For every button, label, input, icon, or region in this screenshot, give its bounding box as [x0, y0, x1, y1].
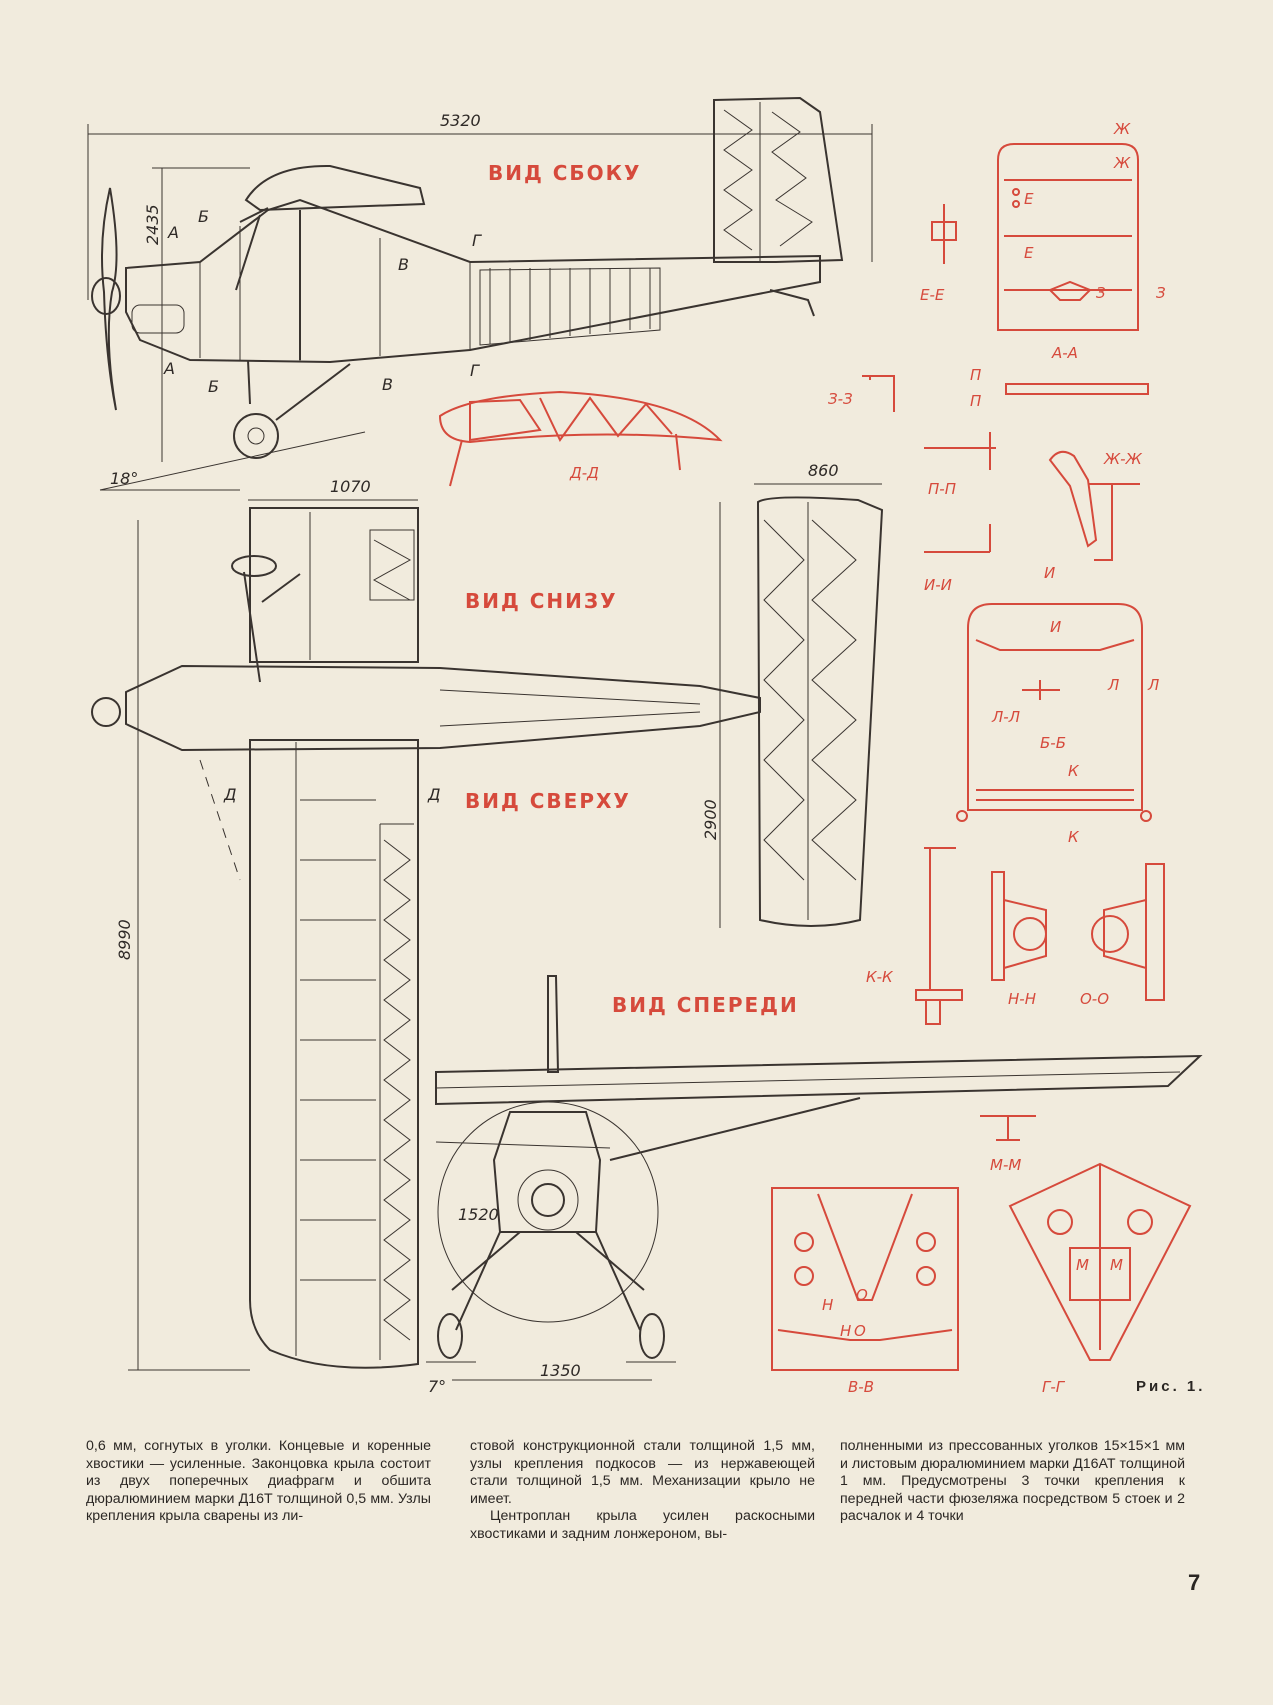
page-number: 7: [1188, 1570, 1201, 1595]
sec-a-bot: А: [163, 359, 175, 378]
sec-g-top: Г: [472, 231, 482, 250]
label-m-2: М: [1110, 1256, 1123, 1274]
section-d-d: Д-Д: [438, 390, 723, 487]
label-k-1: К: [1068, 762, 1080, 780]
label-d-d: Д-Д: [569, 464, 599, 482]
label-z-1: З: [1096, 284, 1106, 302]
title-bottom-view: ВИД СНИЗУ: [465, 589, 618, 613]
dim-chord: 1070: [330, 477, 371, 496]
label-l-2: Л: [1147, 676, 1159, 694]
label-zh-1: Ж: [1113, 120, 1131, 138]
label-m-1: М: [1076, 1256, 1089, 1274]
label-zh-2: Ж: [1113, 154, 1131, 172]
dim-span: 8990: [115, 919, 134, 960]
plan-view: 1070 860 2900 8990 Д Д ВИД: [91, 461, 884, 1371]
label-v-v: В-В: [848, 1378, 874, 1396]
sec-d-left: Д: [223, 785, 237, 804]
aircraft-drawing: 5320 2435 18° А А Б: [87, 96, 1203, 1396]
title-side-view: ВИД СБОКУ: [488, 161, 641, 185]
label-p-2: П: [970, 366, 981, 384]
text-column-1: 0,6 мм, согнутых в уголки. Концевые и ко…: [86, 1438, 431, 1526]
sec-b-bot: Б: [208, 377, 219, 396]
label-o-2: О: [854, 1322, 866, 1340]
label-g-g: Г-Г: [1042, 1378, 1066, 1396]
text-column-2: стовой конструкционной стали толщиной 1,…: [470, 1438, 815, 1544]
paragraph: 0,6 мм, согнутых в уголки. Концевые и ко…: [86, 1438, 431, 1525]
dim-prop: 1520: [458, 1205, 499, 1224]
front-view: ВИД СПЕРЕДИ 1520 1350 7°: [426, 975, 1203, 1396]
paragraph: Центроплан крыла усилен раскосными хвост…: [470, 1508, 815, 1542]
dim-track: 1350: [540, 1361, 581, 1380]
dim-tail-chord: 860: [808, 461, 839, 480]
title-top-view: ВИД СВЕРХУ: [465, 789, 631, 813]
label-n-2: Н: [840, 1322, 851, 1340]
paragraph: полненными из прессованных уголков 15×15…: [840, 1438, 1185, 1525]
dim-tail-span: 2900: [701, 799, 720, 840]
angle-ground: 18°: [110, 469, 138, 488]
label-e-2: Е: [1024, 244, 1034, 262]
label-n-n: Н-Н: [1008, 990, 1036, 1008]
label-k-k: К-К: [866, 968, 894, 986]
label-p-1: П: [970, 392, 981, 410]
sec-g-bot: Г: [470, 361, 480, 380]
dim-height: 2435: [143, 204, 162, 245]
label-i-i: И-И: [924, 576, 952, 594]
label-b-b: Б-Б: [1040, 734, 1066, 752]
sec-v-bot: В: [382, 375, 393, 394]
sec-d-right: Д: [427, 785, 441, 804]
text-column-3: полненными из прессованных уголков 15×15…: [840, 1438, 1185, 1526]
side-view: 5320 2435 18° А А Б: [87, 96, 873, 491]
label-z-z: З-З: [828, 390, 853, 408]
details: Е-Е Е Е З З Ж Ж А-А З-З П П П-П Ж-Ж И-И: [771, 120, 1192, 1396]
label-zh-zh: Ж-Ж: [1103, 450, 1143, 468]
label-o-o: О-О: [1080, 990, 1109, 1008]
label-z-2: З: [1156, 284, 1166, 302]
paragraph: стовой конструкционной стали толщиной 1,…: [470, 1438, 815, 1507]
label-a-a: А-А: [1051, 344, 1078, 362]
angle-dihedral: 7°: [428, 1377, 446, 1396]
label-n-1: Н: [822, 1296, 833, 1314]
label-e-e: Е-Е: [920, 286, 945, 304]
title-front-view: ВИД СПЕРЕДИ: [612, 993, 799, 1017]
sec-b-top: Б: [198, 207, 209, 226]
sec-a-top: А: [167, 223, 179, 242]
label-i-1: И: [1044, 564, 1055, 582]
label-k-2: К: [1068, 828, 1080, 846]
label-m-m: М-М: [990, 1156, 1021, 1174]
label-l-1: Л: [1107, 676, 1119, 694]
label-e-1: Е: [1024, 190, 1034, 208]
label-o-1: О: [856, 1286, 868, 1304]
dim-length: 5320: [440, 111, 481, 130]
sec-v-top: В: [398, 255, 409, 274]
label-p-p: П-П: [928, 480, 956, 498]
label-l-l: Л-Л: [991, 708, 1020, 726]
label-i-2: И: [1050, 618, 1061, 636]
figure-caption: Рис. 1.: [1136, 1378, 1206, 1395]
